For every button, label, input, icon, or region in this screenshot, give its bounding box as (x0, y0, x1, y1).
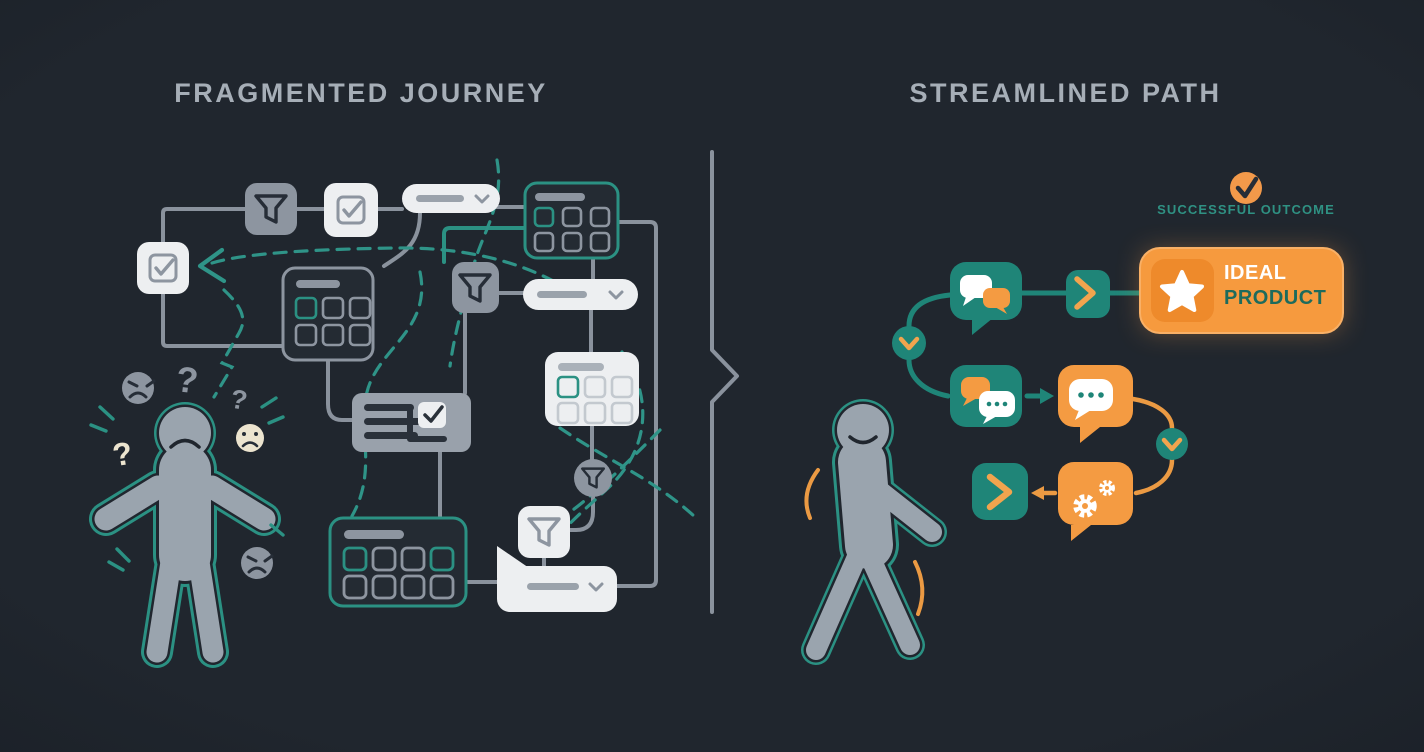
white-grid-panel (545, 352, 639, 426)
divider-line (710, 150, 739, 614)
filter-circle (574, 459, 612, 497)
successful-outcome-label: SUCCESSFUL OUTCOME (1157, 202, 1335, 217)
checkbox-square (137, 242, 189, 294)
dropdown-pill (402, 184, 500, 213)
question-mark: ? (174, 358, 201, 401)
dropdown-pill (523, 279, 638, 310)
calendar-grid-panel (328, 516, 468, 608)
fragmented-flowchart (137, 158, 696, 612)
ideal-product-label: IDEAL PRODUCT (1224, 261, 1326, 311)
dashed-arrowhead (197, 247, 227, 284)
angry-face-icon (122, 372, 156, 404)
ideal-product-line2: PRODUCT (1224, 287, 1327, 309)
sad-face-icon (236, 424, 264, 452)
arrow-left-icon (1031, 486, 1044, 500)
chevron-down-step (892, 326, 926, 360)
chat-bubbles-step (950, 262, 1022, 335)
filter-square (452, 262, 499, 313)
chevron-down-step (1156, 428, 1188, 460)
list-check-panel (352, 393, 471, 452)
chat-typing-step (1058, 365, 1133, 443)
checkbox-square (324, 183, 378, 237)
ideal-product-line1: IDEAL (1224, 262, 1287, 284)
chat-discussion-step (950, 365, 1022, 427)
happy-person (801, 399, 947, 665)
angry-face-icon (241, 547, 274, 579)
teal-grid-panel (523, 181, 620, 260)
arrow-right-icon (1040, 388, 1054, 404)
chevron-right-step (1066, 270, 1110, 318)
filter-square (245, 183, 297, 235)
check-circle-icon (1230, 172, 1262, 204)
question-mark: ? (110, 435, 135, 474)
gray-grid-panel (281, 266, 375, 362)
filter-square (518, 506, 570, 558)
settings-chat-step (1058, 462, 1133, 541)
question-mark: ? (228, 384, 249, 416)
left-title: FRAGMENTED JOURNEY (174, 78, 548, 108)
chevron-right-step (972, 463, 1028, 520)
right-title: STREAMLINED PATH (909, 78, 1222, 108)
streamlined-flow (892, 172, 1344, 541)
